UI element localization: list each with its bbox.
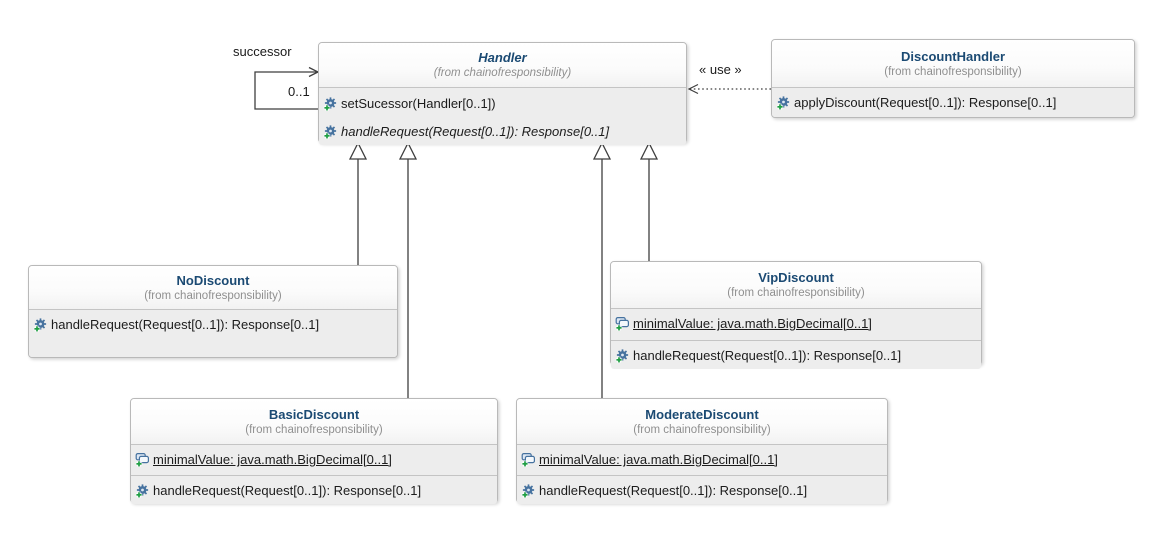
class-header: BasicDiscount (from chainofresponsibilit… xyxy=(131,399,497,444)
operation-row: applyDiscount(Request[0..1]): Response[0… xyxy=(772,89,1134,116)
attribute-icon xyxy=(521,452,536,467)
operation-text: handleRequest(Request[0..1]): Response[0… xyxy=(153,483,422,498)
class-basicdiscount[interactable]: BasicDiscount (from chainofresponsibilit… xyxy=(130,398,498,504)
successor-multiplicity-label: 0..1 xyxy=(288,84,310,99)
operation-row: handleRequest(Request[0..1]): Response[0… xyxy=(131,477,497,504)
operation-icon xyxy=(135,483,150,498)
attributes-compartment: minimalValue: java.math.BigDecimal[0..1] xyxy=(611,308,981,340)
class-header: ModerateDiscount (from chainofresponsibi… xyxy=(517,399,887,444)
attribute-row: minimalValue: java.math.BigDecimal[0..1] xyxy=(517,446,887,473)
class-package-label: (from chainofresponsibility) xyxy=(245,423,383,436)
generalization-basicdiscount-edge[interactable] xyxy=(398,141,418,398)
class-header: DiscountHandler (from chainofresponsibil… xyxy=(772,40,1134,87)
triangle-arrowhead-icon xyxy=(398,141,418,160)
class-title: DiscountHandler xyxy=(900,48,1005,64)
successor-role-label: successor xyxy=(233,44,292,59)
class-title: BasicDiscount xyxy=(268,406,360,422)
operation-icon xyxy=(33,317,48,332)
class-handler[interactable]: Handler (from chainofresponsibility) set… xyxy=(318,42,687,145)
operation-text: handleRequest(Request[0..1]): Response[0… xyxy=(341,123,610,139)
operations-compartment: handleRequest(Request[0..1]): Response[0… xyxy=(29,309,397,357)
operations-compartment: handleRequest(Request[0..1]): Response[0… xyxy=(131,475,497,504)
triangle-arrowhead-icon xyxy=(639,141,659,160)
operations-compartment: handleRequest(Request[0..1]): Response[0… xyxy=(517,475,887,504)
operation-text: handleRequest(Request[0..1]): Response[0… xyxy=(633,348,902,363)
class-vipdiscount[interactable]: VipDiscount (from chainofresponsibility)… xyxy=(610,261,982,369)
class-package-label: (from chainofresponsibility) xyxy=(144,289,282,302)
operation-text: setSucessor(Handler[0..1]) xyxy=(341,95,496,111)
attribute-row: minimalValue: java.math.BigDecimal[0..1] xyxy=(131,446,497,473)
attribute-icon xyxy=(615,316,630,331)
operation-text: applyDiscount(Request[0..1]): Response[0… xyxy=(794,95,1057,110)
class-package-label: (from chainofresponsibility) xyxy=(727,287,865,299)
operations-compartment: applyDiscount(Request[0..1]): Response[0… xyxy=(772,87,1134,117)
class-header: Handler (from chainofresponsibility) xyxy=(319,43,686,87)
operation-row: handleRequest(Request[0..1]): Response[0… xyxy=(29,311,397,338)
operations-compartment: setSucessor(Handler[0..1]) handleRequest… xyxy=(319,87,686,145)
class-header: NoDiscount (from chainofresponsibility) xyxy=(29,266,397,309)
class-moderatediscount[interactable]: ModerateDiscount (from chainofresponsibi… xyxy=(516,398,888,504)
triangle-arrowhead-icon xyxy=(592,141,612,160)
operation-text: handleRequest(Request[0..1]): Response[0… xyxy=(539,483,808,498)
attribute-row: minimalValue: java.math.BigDecimal[0..1] xyxy=(611,310,981,337)
operation-icon xyxy=(615,348,630,363)
class-package-label: (from chainofresponsibility) xyxy=(633,423,771,436)
class-discounthandler[interactable]: DiscountHandler (from chainofresponsibil… xyxy=(771,39,1135,118)
open-arrowhead-icon xyxy=(687,83,699,95)
class-title: Handler xyxy=(478,50,527,65)
generalization-moderatediscount-edge[interactable] xyxy=(592,141,612,398)
attribute-text: minimalValue: java.math.BigDecimal[0..1] xyxy=(633,316,872,331)
class-header: VipDiscount (from chainofresponsibility) xyxy=(611,262,981,308)
class-package-label: (from chainofresponsibility) xyxy=(433,67,572,79)
operation-icon xyxy=(323,96,338,111)
attributes-compartment: minimalValue: java.math.BigDecimal[0..1] xyxy=(131,444,497,475)
class-title: NoDiscount xyxy=(176,272,250,288)
operation-icon xyxy=(776,95,791,110)
operation-text: handleRequest(Request[0..1]): Response[0… xyxy=(51,317,320,332)
operation-icon xyxy=(323,124,338,139)
operation-row: handleRequest(Request[0..1]): Response[0… xyxy=(611,342,981,369)
class-title: VipDiscount xyxy=(758,270,834,285)
operation-icon xyxy=(521,483,536,498)
use-stereotype-label: « use » xyxy=(699,62,742,77)
attributes-compartment: minimalValue: java.math.BigDecimal[0..1] xyxy=(517,444,887,475)
attribute-text: minimalValue: java.math.BigDecimal[0..1] xyxy=(153,452,392,467)
class-title: ModerateDiscount xyxy=(645,406,759,422)
class-nodiscount[interactable]: NoDiscount (from chainofresponsibility) … xyxy=(28,265,398,358)
use-dependency-edge[interactable] xyxy=(687,83,771,95)
operations-compartment: handleRequest(Request[0..1]): Response[0… xyxy=(611,340,981,369)
operation-row: handleRequest(Request[0..1]): Response[0… xyxy=(517,477,887,504)
operation-row: handleRequest(Request[0..1]): Response[0… xyxy=(319,117,686,145)
class-package-label: (from chainofresponsibility) xyxy=(884,65,1022,78)
attribute-icon xyxy=(135,452,150,467)
attribute-text: minimalValue: java.math.BigDecimal[0..1] xyxy=(539,452,778,467)
generalization-nodiscount-edge[interactable] xyxy=(348,141,368,265)
triangle-arrowhead-icon xyxy=(348,141,368,160)
generalization-vipdiscount-edge[interactable] xyxy=(639,141,659,261)
operation-row: setSucessor(Handler[0..1]) xyxy=(319,89,686,117)
